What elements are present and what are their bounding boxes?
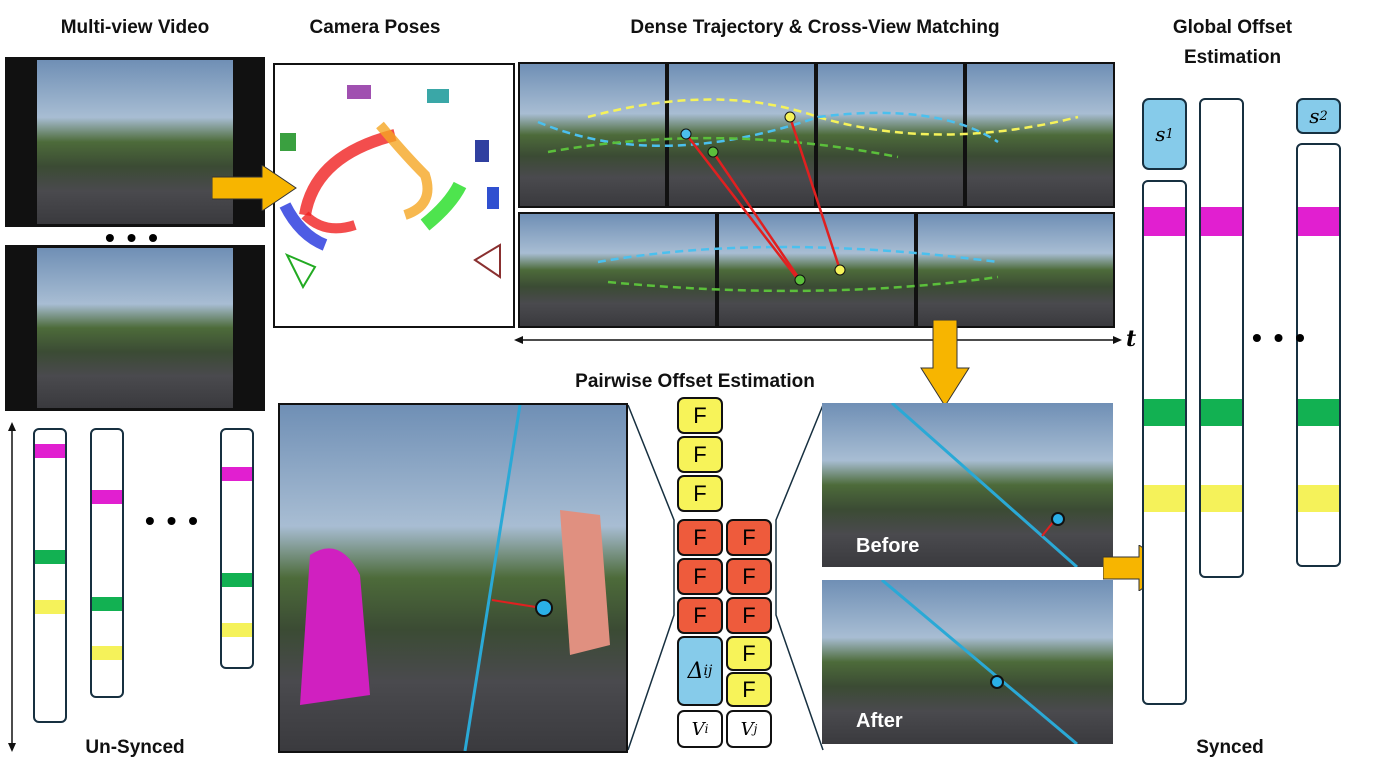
video-film-strip-1 [5,57,265,227]
ellipsis: • • • [145,505,200,536]
frame-token: F [677,397,723,434]
frame-token: F [677,436,723,473]
title-global-offset: Global Offset [1172,17,1293,38]
vertical-arrow [8,422,16,752]
frame-token: F [677,519,723,556]
video-film-strip-2 [5,245,265,411]
unsynced-sequence-bar [90,428,124,698]
after-frame: After [822,578,1113,746]
zoom-lines [628,404,824,751]
frame-token: F [726,519,772,556]
trajectory-frame [518,62,667,208]
ellipsis: • • • [105,222,160,253]
synced-sequence-bar [1296,143,1341,567]
frame-token: F [726,636,772,671]
title-multiview-video: Multi-view Video [60,17,210,38]
arrow-right-icon [212,165,297,211]
arrow-down-icon [920,320,970,407]
time-axis-label: t [1126,326,1137,352]
label-synced: Synced [1196,737,1264,758]
time-axis-arrow [514,336,1122,344]
frame-token: F [726,558,772,595]
frame-token: F [677,597,723,634]
before-label: Before [856,535,920,557]
trajectory-frame [667,62,816,208]
title-pairwise: Pairwise Offset Estimation [575,371,815,392]
unsynced-sequence-bar [220,428,254,669]
title-global-offset-2: Estimation [1183,47,1282,68]
title-dense-trajectory: Dense Trajectory & Cross-View Matching [630,17,1000,38]
unsynced-sequence-bar [33,428,67,723]
title-camera-poses: Camera Poses [309,17,441,38]
pairwise-frame [278,403,628,753]
trajectory-frame [717,212,916,328]
trajectory-frame [518,212,717,328]
label-unsynced: Un-Synced [85,737,185,758]
synced-sequence-bar [1199,98,1244,578]
frame-token: F [677,558,723,595]
camera-poses-panel [273,63,515,328]
camera-trajectories [279,85,501,290]
before-frame: Before [822,401,1113,569]
frame-token: F [677,475,723,512]
synced-sequence-bar [1142,180,1187,705]
after-label: After [856,710,903,732]
frame-token: F [726,672,772,707]
ellipsis: • • • [1252,322,1307,353]
trajectory-frame [916,212,1115,328]
frame-token: F [726,597,772,634]
trajectory-overlay [537,98,1079,293]
